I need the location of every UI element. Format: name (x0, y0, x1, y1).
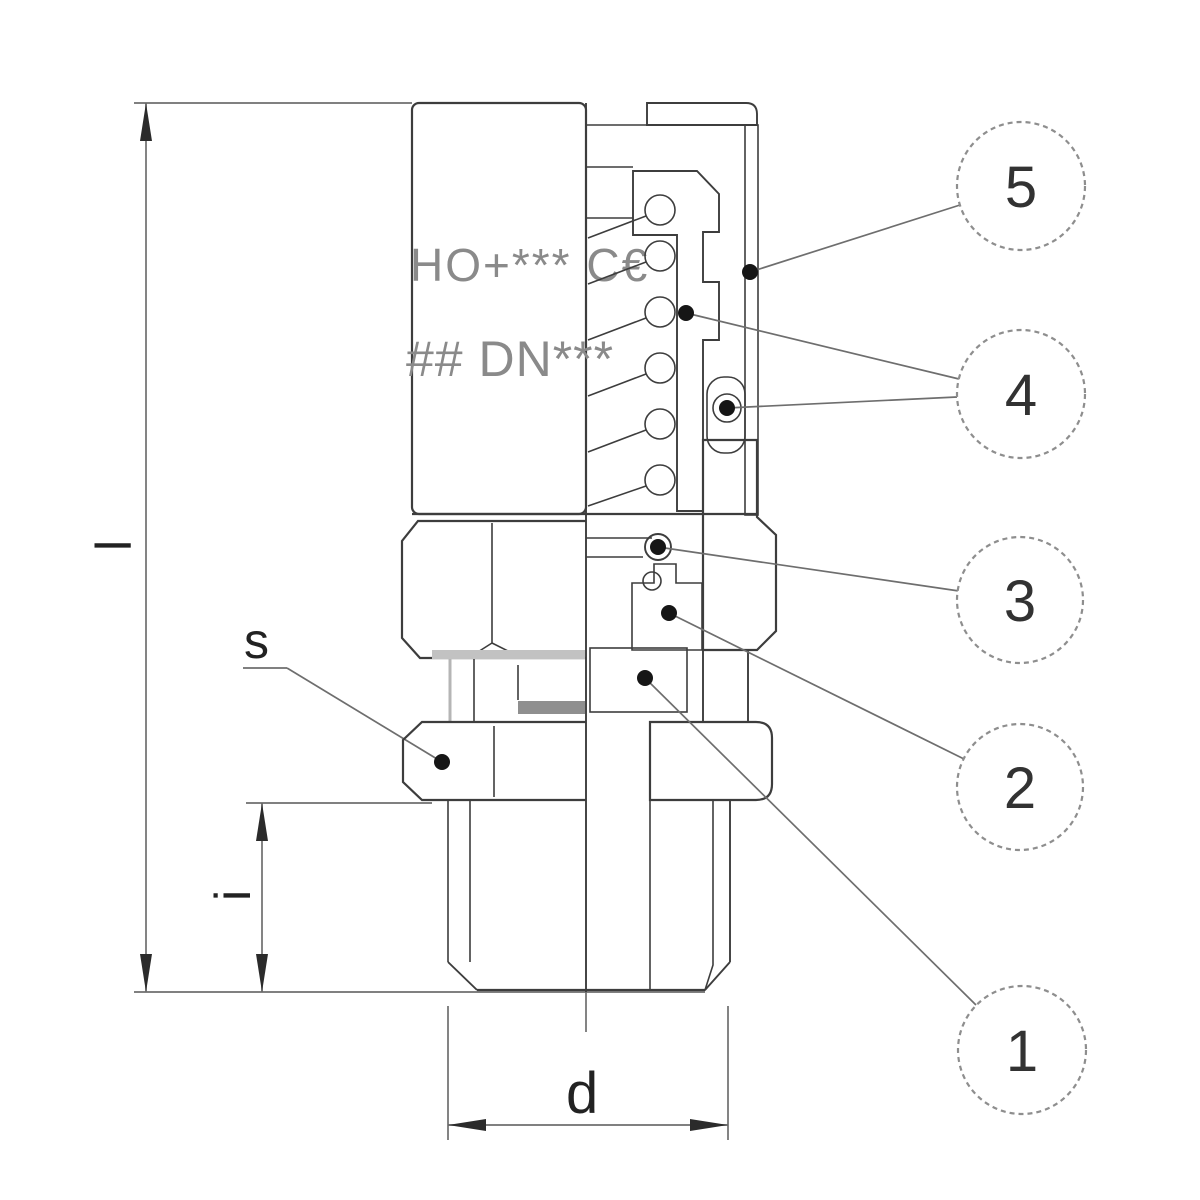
thread-diameter-label: d (566, 1061, 598, 1126)
male-thread-section (649, 799, 714, 991)
callout-number-5: 5 (1005, 155, 1037, 220)
gasket-edge (518, 701, 585, 714)
callout-number-1: 1 (1006, 1019, 1038, 1084)
gland-section (631, 563, 703, 651)
lower-hex-external-view (401, 720, 586, 802)
lower-hex-section (648, 720, 774, 802)
thread-diameter-dimension: d (447, 1006, 729, 1140)
callout-number-4: 4 (1005, 363, 1037, 428)
callout-balloon-3: 3 (955, 535, 1085, 665)
callout-balloon-5: 5 (955, 120, 1087, 252)
piston-section (632, 170, 720, 512)
spring-section (587, 194, 676, 507)
callout-balloon-4: 4 (955, 328, 1087, 460)
callout-number-2: 2 (1004, 756, 1036, 821)
callout-leaders (637, 204, 977, 1006)
fitting-part: HO+*** C€ ## DN*** (400, 101, 778, 1032)
upper-hex-external-view (400, 519, 586, 660)
length-label: l (86, 540, 142, 551)
callout-number-3: 3 (1004, 569, 1036, 634)
seat-ring-section (642, 571, 662, 591)
overall-length-dimension: l (86, 102, 705, 993)
body-flange-section (701, 438, 778, 652)
thread-length-label: i (205, 890, 261, 901)
thread-length-dimension: i (205, 802, 432, 992)
wrench-size-label: s (244, 613, 269, 669)
callout-balloon-1: 1 (956, 984, 1088, 1116)
body-neck-section (702, 649, 749, 723)
washer-edge (432, 650, 585, 659)
sleeve-external-view (410, 101, 588, 516)
male-thread-external-view (447, 800, 705, 992)
body-marking-line1: HO+*** C€ (410, 239, 649, 291)
body-marking-line2: ## DN*** (406, 331, 614, 387)
seal-ring-section (589, 647, 688, 713)
seat-ball-section (644, 533, 672, 561)
callout-balloon-2: 2 (955, 722, 1085, 852)
sleeve-top-wall-section (646, 102, 758, 126)
detent-guide-section (706, 376, 746, 454)
wrench-size-callout: s (243, 613, 450, 770)
